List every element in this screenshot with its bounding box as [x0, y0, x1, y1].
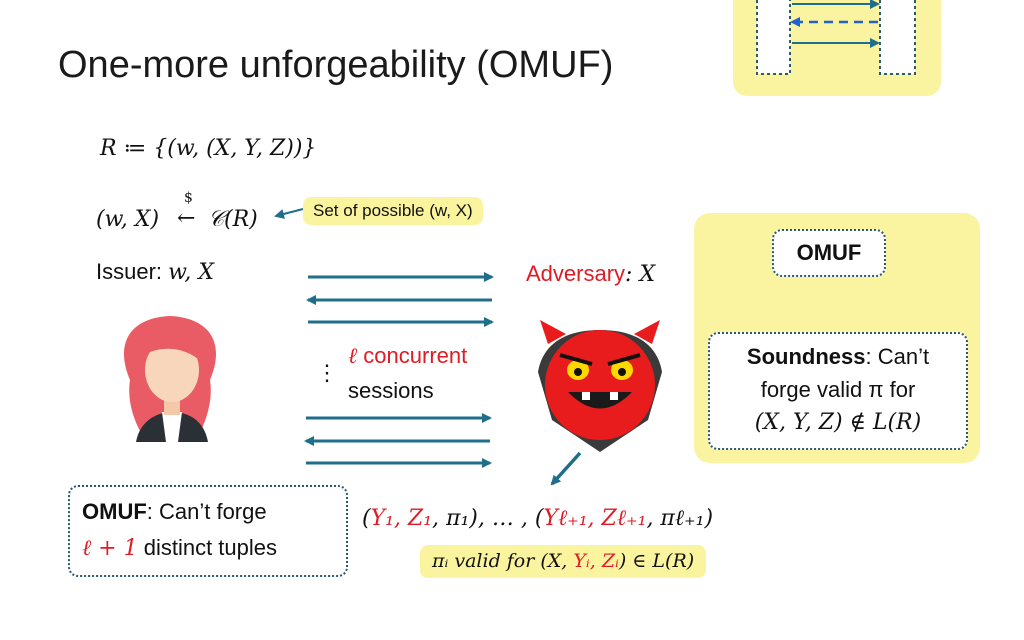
- soundness-rest: : Can’t: [865, 344, 930, 369]
- omuf-box-red: ℓ + 1: [82, 536, 138, 561]
- session-arrows-top: [306, 272, 494, 327]
- valid-pre: πᵢ valid for (X,: [432, 550, 574, 572]
- adversary-output-arrow: [550, 451, 582, 486]
- session-arrows-bottom: [304, 413, 492, 468]
- sessions-concurrent: concurrent: [363, 343, 468, 368]
- sample-dollar: $: [184, 190, 193, 206]
- issuer-word: Issuer:: [96, 259, 163, 284]
- tuples-part3: , πℓ₊₁): [646, 506, 714, 531]
- callout-set-of-possible: Set of possible (w, X): [303, 197, 483, 225]
- soundness-line1: Soundness: Can’t: [710, 344, 966, 370]
- page-title: One-more unforgeability (OMUF): [58, 44, 614, 86]
- omuf-box-line2: ℓ + 1 distinct tuples: [82, 535, 277, 561]
- tuples-part1: (: [362, 506, 371, 531]
- soundness-box: Soundness: Can’t forge valid π for (X, Y…: [708, 332, 968, 450]
- right-omuf-label: OMUF: [796, 240, 862, 265]
- tuples-part2: , π₁), … , (: [432, 506, 544, 531]
- sample-left: (w, X): [96, 207, 160, 232]
- adversary-label: Adversary: X: [526, 261, 655, 287]
- omuf-box-bold: OMUF: [82, 499, 147, 524]
- soundness-bold: Soundness: [746, 344, 866, 369]
- omuf-box-line2-text: distinct tuples: [137, 535, 277, 560]
- issuer-vars: w, X: [168, 260, 215, 285]
- sample-arrow: ←: [177, 206, 196, 231]
- sessions-line2: sessions: [348, 378, 434, 403]
- adversary-devil-icon: [538, 320, 662, 452]
- sessions-line1: ℓ concurrent: [348, 343, 467, 369]
- right-omuf-box: OMUF: [772, 229, 886, 277]
- omuf-box-rest: : Can’t forge: [146, 499, 267, 524]
- sessions-ell: ℓ: [348, 344, 358, 369]
- relation-definition: R ≔ {(w, (X, Y, Z))}: [100, 136, 317, 161]
- soundness-line2: forge valid π for: [760, 377, 916, 402]
- adversary-vars: : X: [625, 262, 656, 287]
- omuf-definition-box: OMUF: Can’t forge ℓ + 1 distinct tuples: [68, 485, 348, 577]
- adversary-word: Adversary: [526, 261, 626, 286]
- issuer-avatar-icon: [123, 316, 217, 442]
- callout-valid-for: πᵢ valid for (X, Yᵢ, Zᵢ) ∈ L(R): [420, 545, 707, 578]
- vdots: ⋮: [316, 360, 338, 385]
- valid-red: Yᵢ, Zᵢ: [573, 550, 619, 572]
- issuer-label: Issuer: w, X: [96, 259, 214, 285]
- soundness-line3: (X, Y, Z) ∉ L(R): [754, 410, 922, 435]
- callout-pointer: [274, 208, 304, 219]
- omuf-box-line1: OMUF: Can’t forge: [82, 499, 267, 525]
- tuples-red2: Yℓ₊₁, Zℓ₊₁: [543, 506, 647, 531]
- output-tuples: (Y₁, Z₁, π₁), … , (Yℓ₊₁, Zℓ₊₁, πℓ₊₁): [362, 505, 713, 531]
- valid-post: ) ∈ L(R): [618, 550, 695, 572]
- thumbnail-diagram: [756, 0, 916, 75]
- tuples-red1: Y₁, Z₁: [370, 506, 433, 531]
- sample-right: 𝒞(R): [208, 207, 258, 232]
